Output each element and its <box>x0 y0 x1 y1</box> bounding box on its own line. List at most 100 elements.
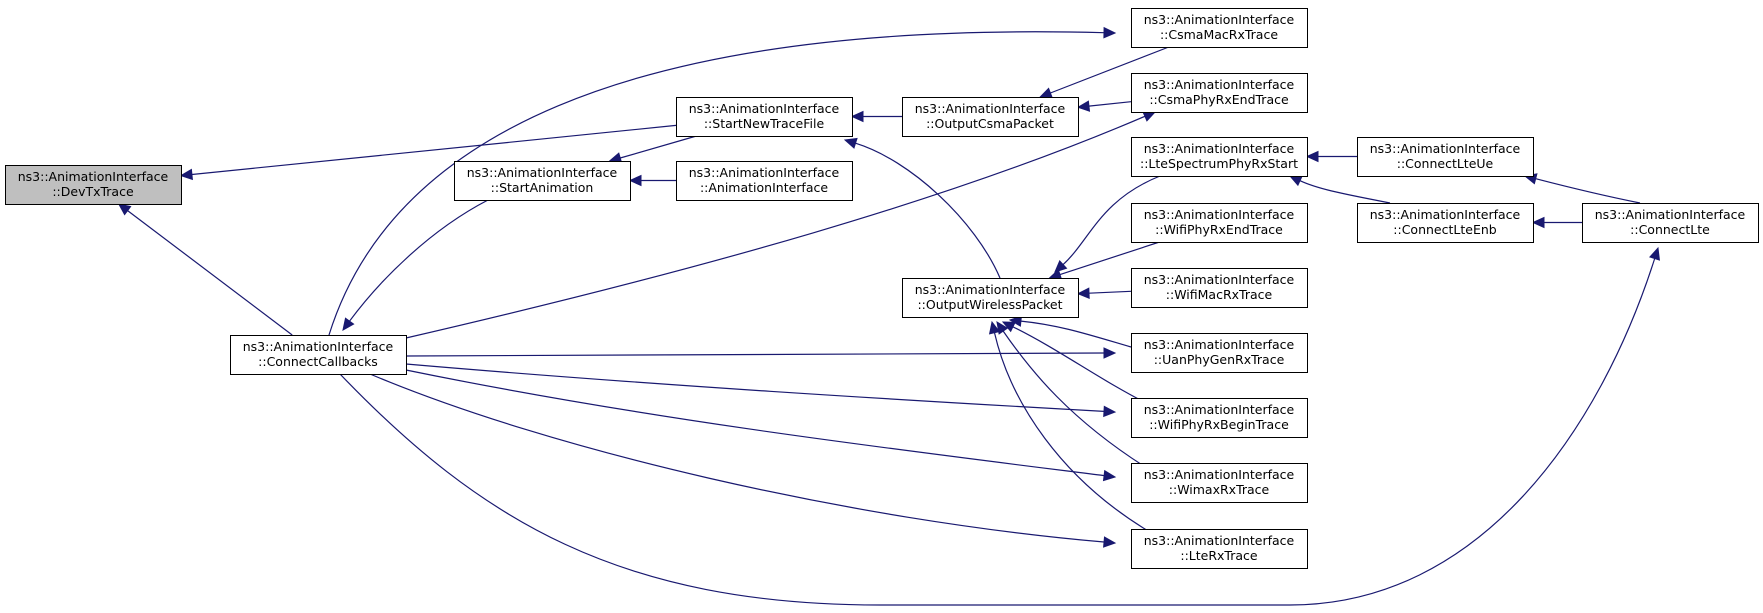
node-startanim[interactable]: ns3::AnimationInterface::StartAnimation <box>454 161 631 201</box>
node-uan[interactable]: ns3::AnimationInterface::UanPhyGenRxTrac… <box>1131 333 1308 373</box>
edge-conncb-to-lterx <box>369 373 1105 543</box>
node-startnew[interactable]: ns3::AnimationInterface::StartNewTraceFi… <box>676 97 853 137</box>
node-csmamac[interactable]: ns3::AnimationInterface::CsmaMacRxTrace <box>1131 8 1308 48</box>
node-csmaphy[interactable]: ns3::AnimationInterface::CsmaPhyRxEndTra… <box>1131 73 1308 113</box>
node-connenb[interactable]: ns3::AnimationInterface::ConnectLteEnb <box>1357 203 1534 243</box>
node-connlte[interactable]: ns3::AnimationInterface::ConnectLte <box>1582 203 1759 243</box>
node-box <box>1131 398 1308 438</box>
node-class-label: ns3::AnimationInterface <box>18 169 169 184</box>
node-box <box>1131 73 1308 113</box>
node-conncb[interactable]: ns3::AnimationInterface::ConnectCallback… <box>230 335 407 375</box>
edge-uan-to-outwl <box>1020 320 1132 348</box>
node-method-label: ::CsmaMacRxTrace <box>1160 27 1278 42</box>
node-box <box>1131 8 1308 48</box>
node-wifimac[interactable]: ns3::AnimationInterface::WifiMacRxTrace <box>1131 268 1308 308</box>
node-class-label: ns3::AnimationInterface <box>1144 402 1295 417</box>
node-method-label: ::LteSpectrumPhyRxStart <box>1140 156 1298 171</box>
node-class-label: ns3::AnimationInterface <box>689 101 840 116</box>
node-wimax[interactable]: ns3::AnimationInterface::WimaxRxTrace <box>1131 463 1308 503</box>
edge-arrowhead <box>1288 175 1303 187</box>
node-class-label: ns3::AnimationInterface <box>1144 207 1295 222</box>
edge-outwl-to-startnew <box>855 142 1001 279</box>
edge-wifibegin-to-outwl <box>1012 326 1151 406</box>
node-class-label: ns3::AnimationInterface <box>467 165 618 180</box>
node-method-label: ::AnimationInterface <box>700 180 828 195</box>
node-box <box>1357 203 1534 243</box>
edge-csmamac-to-outcsma <box>1050 46 1170 94</box>
node-box <box>1357 137 1534 177</box>
node-connue[interactable]: ns3::AnimationInterface::ConnectLteUe <box>1357 137 1534 177</box>
edge-startnew-to-devtx <box>191 124 677 176</box>
node-method-label: ::ConnectLte <box>1630 222 1710 237</box>
node-method-label: ::CsmaPhyRxEndTrace <box>1149 92 1289 107</box>
edge-wimax-to-outwl <box>1002 330 1151 471</box>
node-ltespec[interactable]: ns3::AnimationInterface::LteSpectrumPhyR… <box>1131 137 1308 177</box>
edge-startnew-to-startanim <box>620 135 697 159</box>
node-outwl[interactable]: ns3::AnimationInterface::OutputWirelessP… <box>902 278 1079 318</box>
edge-arrowhead <box>850 110 864 123</box>
edge-arrowhead <box>628 174 642 187</box>
node-class-label: ns3::AnimationInterface <box>915 282 1066 297</box>
edge-connlte-to-connue <box>1535 178 1641 204</box>
node-box <box>454 161 631 201</box>
edge-arrowhead <box>179 168 193 181</box>
node-class-label: ns3::AnimationInterface <box>1595 207 1746 222</box>
node-box <box>1582 203 1759 243</box>
node-method-label: ::StartAnimation <box>491 180 594 195</box>
edge-arrowhead <box>1103 26 1117 39</box>
node-wifibegin[interactable]: ns3::AnimationInterface::WifiPhyRxBeginT… <box>1131 398 1308 438</box>
node-box <box>676 97 853 137</box>
node-lterx[interactable]: ns3::AnimationInterface::LteRxTrace <box>1131 529 1308 569</box>
edge-arrowhead <box>996 321 1009 335</box>
edge-arrowhead <box>1103 405 1117 418</box>
node-class-label: ns3::AnimationInterface <box>1144 12 1295 27</box>
edge-arrowhead <box>1039 87 1053 99</box>
node-method-label: ::WifiPhyRxBeginTrace <box>1149 417 1289 432</box>
node-animiface[interactable]: ns3::AnimationInterface::AnimationInterf… <box>676 161 853 201</box>
node-method-label: ::OutputWirelessPacket <box>917 297 1062 312</box>
edge-arrowhead <box>1142 111 1157 122</box>
node-box <box>1131 137 1308 177</box>
edge-arrowhead <box>1076 287 1090 299</box>
node-box <box>230 335 407 375</box>
node-outcsma[interactable]: ns3::AnimationInterface::OutputCsmaPacke… <box>902 97 1079 137</box>
node-class-label: ns3::AnimationInterface <box>689 165 840 180</box>
edge-ltespec-to-outwl <box>1062 175 1161 266</box>
edge-arrowhead <box>1054 259 1068 273</box>
node-wifiend[interactable]: ns3::AnimationInterface::WifiPhyRxEndTra… <box>1131 203 1308 243</box>
node-box <box>1131 203 1308 243</box>
edge-wifimac-to-outwl <box>1088 290 1132 294</box>
node-method-label: ::ConnectLteUe <box>1397 156 1494 171</box>
edge-startanim-to-conncb <box>349 199 489 322</box>
node-class-label: ns3::AnimationInterface <box>1144 77 1295 92</box>
edge-arrowhead <box>1001 321 1016 333</box>
edges-layer <box>117 26 1660 606</box>
node-method-label: ::WifiMacRxTrace <box>1166 287 1273 302</box>
node-method-label: ::WimaxRxTrace <box>1169 482 1270 497</box>
edge-arrowhead <box>1076 100 1091 112</box>
node-method-label: ::LteRxTrace <box>1180 548 1258 563</box>
node-class-label: ns3::AnimationInterface <box>1370 207 1521 222</box>
edge-arrowhead <box>1649 246 1660 261</box>
node-box <box>902 97 1079 137</box>
edge-arrowhead <box>342 317 355 331</box>
node-box <box>1131 268 1308 308</box>
edge-arrowhead <box>1305 150 1319 163</box>
node-method-label: ::UanPhyGenRxTrace <box>1154 352 1285 367</box>
node-class-label: ns3::AnimationInterface <box>1144 533 1295 548</box>
edge-conncb-to-wifibegin <box>405 363 1105 412</box>
edge-arrowhead <box>843 137 858 149</box>
node-box <box>1131 463 1308 503</box>
node-class-label: ns3::AnimationInterface <box>1144 337 1295 352</box>
node-devtx: ns3::AnimationInterface::DevTxTrace <box>5 165 182 205</box>
node-method-label: ::ConnectCallbacks <box>258 354 378 369</box>
edge-arrowhead <box>1531 216 1545 229</box>
edge-conncb-to-csmaphy <box>405 115 1146 339</box>
node-method-label: ::OutputCsmaPacket <box>926 116 1054 131</box>
node-class-label: ns3::AnimationInterface <box>1370 141 1521 156</box>
node-box <box>902 278 1079 318</box>
edge-arrowhead <box>1102 469 1117 482</box>
node-box <box>676 161 853 201</box>
node-box <box>5 165 182 205</box>
